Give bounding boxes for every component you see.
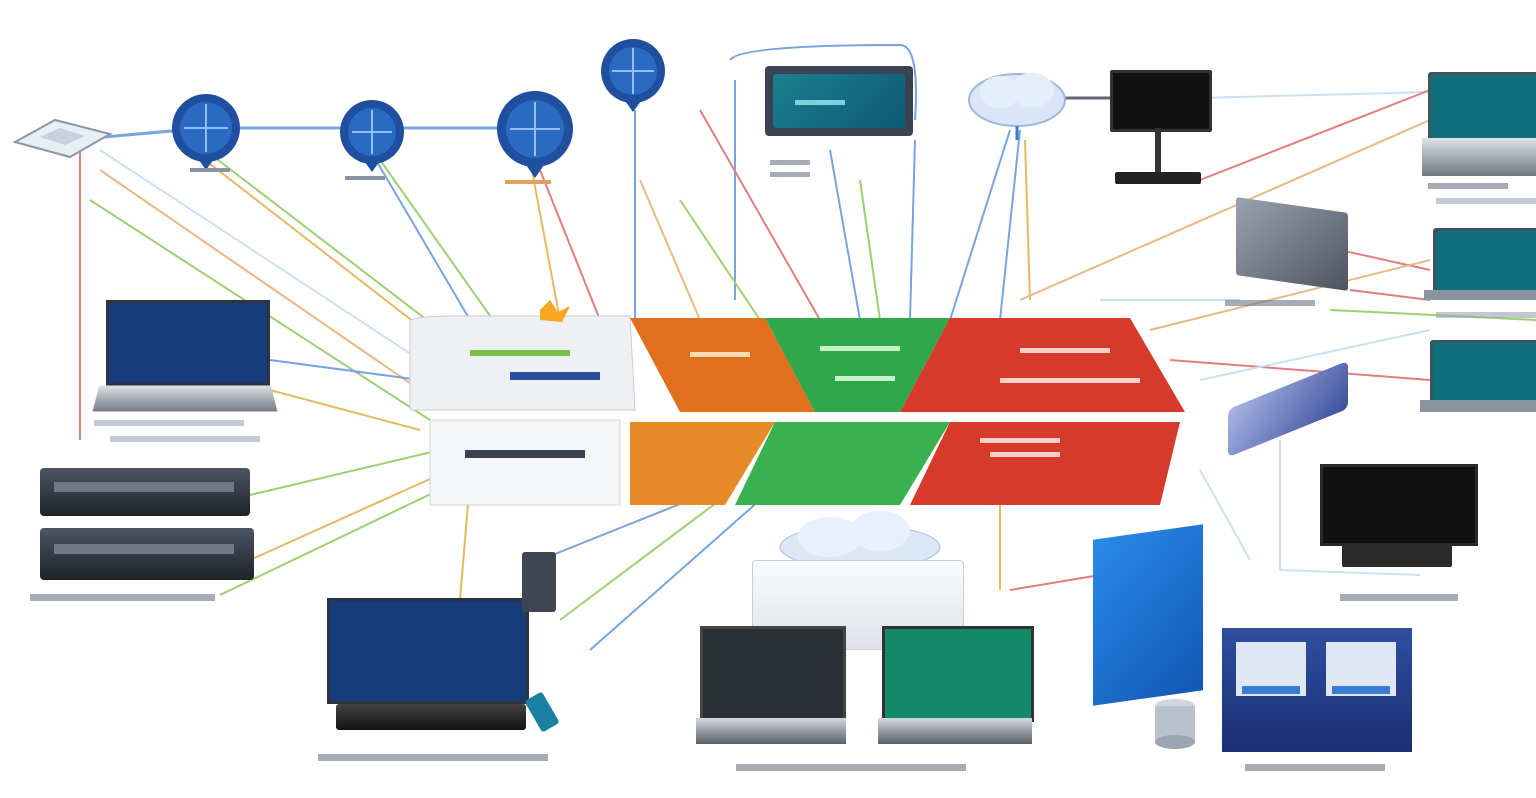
- globe-pin-icon: [601, 39, 665, 112]
- laptop-base: [696, 718, 846, 744]
- caption-bar: [30, 594, 215, 601]
- network-cloud-icon: [12, 118, 113, 159]
- laptop-icon: [1428, 72, 1536, 142]
- network-cloud-icon: [968, 73, 1066, 140]
- caption-bar: [1436, 198, 1536, 204]
- laptop-icon: [1433, 228, 1536, 296]
- caption-bar: [1340, 594, 1458, 601]
- caption-bar: [1225, 300, 1315, 306]
- laptop-base: [1420, 400, 1536, 412]
- tablet-icon: [1093, 524, 1203, 706]
- laptop-icon: [882, 626, 1034, 722]
- desktop-monitor-icon: [327, 598, 529, 704]
- laptop-base: [1424, 290, 1536, 300]
- monitor-base: [336, 704, 526, 730]
- pin-label-bar: [345, 176, 385, 180]
- storage-icon: [1155, 699, 1195, 749]
- laptop-base: [878, 718, 1032, 744]
- laptop-icon: [1430, 340, 1536, 406]
- caption-bar: [110, 436, 260, 442]
- pin-label-bar: [190, 168, 230, 172]
- desktop-monitor-icon: [765, 66, 913, 136]
- desktop-monitor-icon: [1110, 70, 1212, 132]
- globe-pin-icon: [340, 100, 404, 172]
- caption-bar: [1245, 764, 1385, 771]
- monitor-base: [1342, 545, 1452, 567]
- switch-icon: [522, 552, 556, 612]
- globe-pin-icon: [497, 91, 573, 178]
- central-hub: [409, 300, 1185, 506]
- caption-bar: [770, 172, 810, 177]
- caption-bar: [770, 160, 810, 165]
- control-panel-screen: [1222, 628, 1412, 752]
- caption-bar: [94, 420, 244, 426]
- server-rack-icon: [40, 468, 250, 516]
- monitor-stand: [1155, 128, 1161, 172]
- server-rack-icon: [40, 528, 254, 580]
- monitor-base: [1115, 172, 1201, 184]
- pin-label-bar: [505, 180, 551, 184]
- caption-bar: [1428, 183, 1508, 189]
- desktop-monitor-icon: [1320, 464, 1478, 546]
- caption-bar: [1436, 312, 1536, 318]
- laptop-icon: [106, 300, 270, 386]
- laptop-base: [1422, 138, 1536, 176]
- caption-bar: [318, 754, 548, 761]
- globe-pin-icon: [172, 94, 240, 170]
- network-cloud-icon: [779, 511, 941, 570]
- server-rack-icon: [1236, 197, 1348, 291]
- laptop-icon: [700, 626, 846, 722]
- caption-bar: [736, 764, 966, 771]
- laptop-base: [92, 385, 278, 412]
